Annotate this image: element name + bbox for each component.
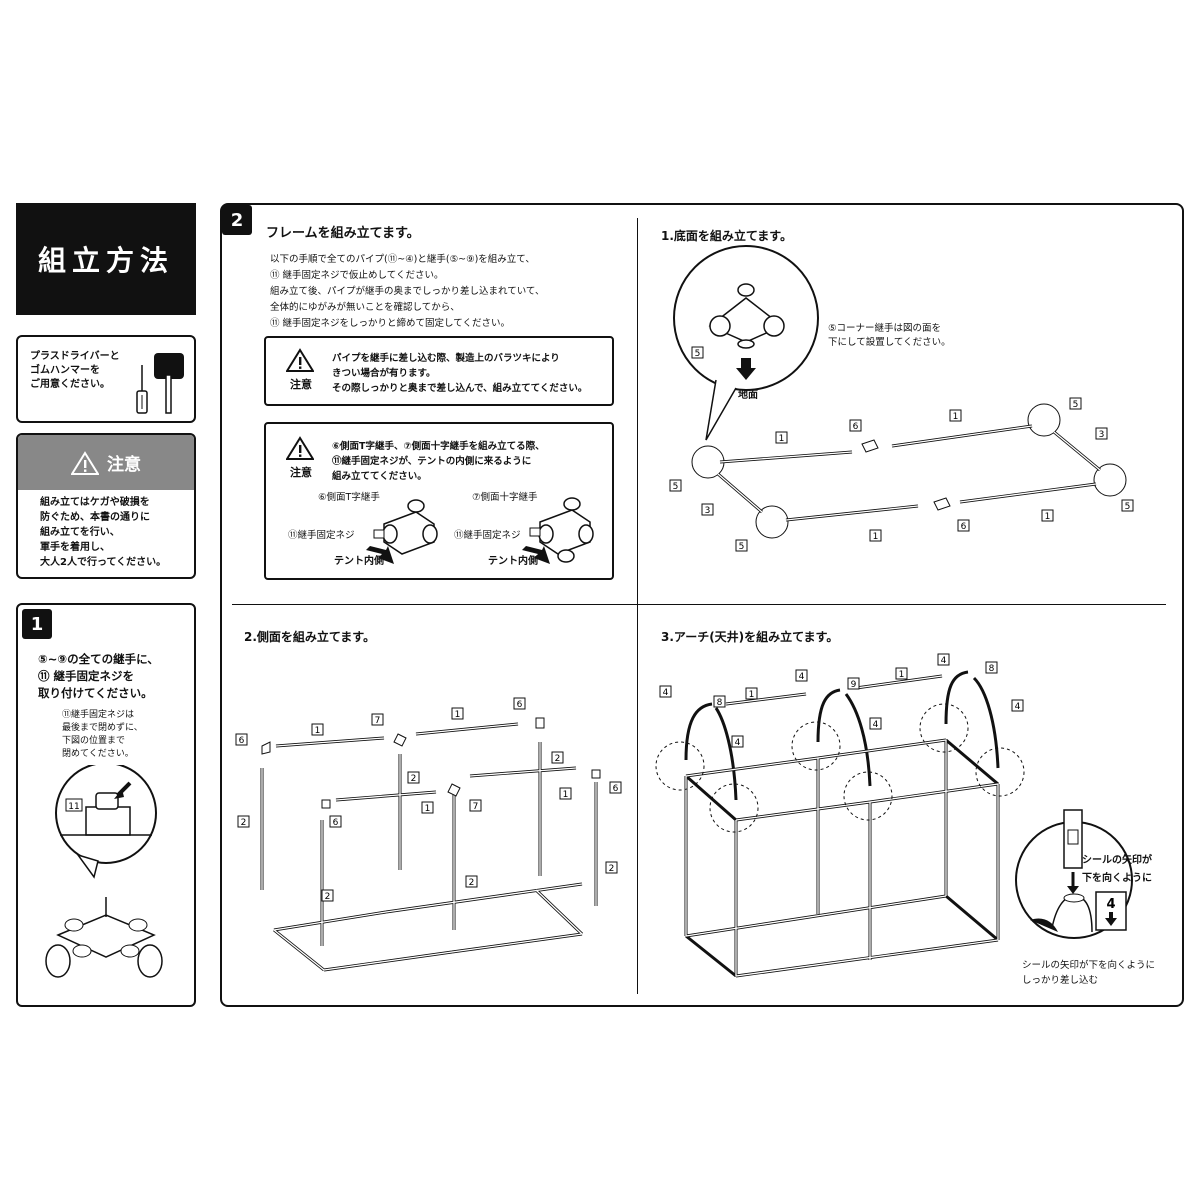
tag-3: 3 [705, 506, 711, 516]
tag-2: 2 [469, 878, 475, 888]
sub1-note: ⑤コーナー継手は図の面を 下にして設置してください。 [828, 323, 951, 348]
joint-illustrations [366, 497, 594, 564]
step1-panel: 1 ⑤~⑨の全ての継手に、 ⑪ 継手固定ネジを 取り付けてください。 ⑪継手固定… [16, 603, 196, 1007]
tag-4: 4 [873, 720, 879, 730]
tag-6: 6 [853, 422, 859, 432]
tag-5: 5 [673, 482, 679, 492]
step1-heading: ⑤~⑨の全ての継手に、 ⑪ 継手固定ネジを 取り付けてください。 [38, 652, 159, 700]
caution-text: 組み立てはケガや破損を 防ぐため、本書の通りに 組み立てを行い、 軍手を着用し、… [40, 497, 167, 568]
tag-11: 11 [68, 802, 79, 812]
caution1-box: 注意 パイプを継手に差し込む際、製造上のバラツキにより きつい場合が有ります。 … [264, 336, 614, 406]
tag-1: 1 [425, 804, 431, 814]
page-title: 組立方法 [16, 203, 196, 315]
tag-6: 6 [333, 818, 339, 828]
tag-5: 5 [1073, 400, 1079, 410]
tag-6: 6 [239, 736, 245, 746]
tag-1: 1 [563, 790, 569, 800]
tag-3: 3 [1099, 430, 1105, 440]
divider-vertical [637, 218, 638, 994]
tag-6: 6 [961, 522, 967, 532]
sub1-heading: 1.底面を組み立てます。 [661, 229, 793, 243]
tag-4: 4 [799, 672, 805, 682]
joint-cross-label: ⑦側面十字継手 [472, 492, 538, 503]
caution-header: 注意 [18, 435, 194, 490]
base-frame-diagram: 5 1 6 1 5 3 5 3 5 1 6 1 5 [669, 245, 1134, 552]
tag-5: 5 [695, 349, 701, 359]
tools-box: プラスドライバーと ゴムハンマーを ご用意ください。 [16, 335, 196, 423]
screwdriver-hammer-icon [136, 353, 184, 414]
inside-label-left: テント内側 [334, 556, 384, 567]
seal-note: シールの矢印が 下を向くように [1082, 855, 1152, 884]
warning-icon [286, 436, 314, 460]
divider-horizontal [232, 604, 1166, 605]
tag-4: 4 [735, 738, 741, 748]
side-frame-diagram: 6 1 7 1 6 2 6 1 2 1 7 6 2 2 2 2 [235, 697, 622, 972]
seal-number: 4 [1106, 897, 1115, 912]
tag-1: 1 [779, 434, 785, 444]
screw-label-right: ⑪継手固定ネジ [454, 530, 521, 541]
caution2-label: 注意 [290, 466, 312, 479]
screw-label-left: ⑪継手固定ネジ [288, 530, 355, 541]
tag-4: 4 [1015, 702, 1021, 712]
caution-box: 注意 組み立てはケガや破損を 防ぐため、本書の通りに 組み立てを行い、 軍手を着… [16, 433, 196, 579]
tools-text: プラスドライバーと ゴムハンマーを ご用意ください。 [30, 351, 120, 390]
seal-detail-circle: 4 [1015, 809, 1133, 939]
tag-2: 2 [325, 892, 331, 902]
step2-number: 2 [222, 205, 252, 235]
warning-icon [71, 450, 99, 475]
ground-label: 地面 [738, 390, 758, 401]
caution1-text: パイプを継手に差し込む際、製造上のバラツキにより きつい場合が有ります。 その際… [332, 353, 588, 394]
tag-7: 7 [473, 802, 479, 812]
inside-label-right: テント内側 [488, 556, 538, 567]
tag-8: 8 [717, 698, 723, 708]
caution2-text: ⑥側面T字継手、⑦側面十字継手を組み立てる際、 ⑪継手固定ネジが、テントの内側に… [332, 441, 545, 482]
joint-t-label: ⑥側面T字継手 [318, 492, 380, 503]
tag-1: 1 [899, 670, 905, 680]
tag-1: 1 [315, 726, 321, 736]
tag-4: 4 [941, 656, 947, 666]
caution1-label: 注意 [290, 378, 312, 391]
tag-1: 1 [455, 710, 461, 720]
step1-number: 1 [22, 609, 52, 639]
tag-1: 1 [953, 412, 959, 422]
tag-4: 4 [663, 688, 669, 698]
arch-frame-diagram: 4 8 1 4 9 1 4 8 4 4 4 [655, 653, 1025, 978]
tag-2: 2 [411, 774, 417, 784]
tag-1: 1 [873, 532, 879, 542]
tag-2: 2 [555, 754, 561, 764]
bottom-note: シールの矢印が下を向くように しっかり差し込む [1022, 960, 1156, 986]
tag-2: 2 [241, 818, 247, 828]
tag-8: 8 [989, 664, 995, 674]
tag-7: 7 [375, 716, 381, 726]
tag-9: 9 [851, 680, 857, 690]
step1-joint-diagram: 11 [45, 765, 163, 978]
warning-icon [286, 348, 314, 372]
sub2-heading: 2.側面を組み立てます。 [244, 630, 376, 644]
tag-1: 1 [749, 690, 755, 700]
tag-6: 6 [613, 784, 619, 794]
tag-6: 6 [517, 700, 523, 710]
step2-body: 以下の手順で全てのパイプ(⑪~④)と継手(⑤~⑨)を組み立て、 ⑪ 継手固定ネジ… [270, 254, 545, 329]
step1-note: ⑪継手固定ネジは 最後まで閉めずに、 下図の位置まで 閉めてください。 [62, 710, 143, 759]
tag-1: 1 [1045, 512, 1051, 522]
tag-5: 5 [1125, 502, 1131, 512]
tag-5: 5 [739, 542, 745, 552]
sub3-heading: 3.アーチ(天井)を組み立てます。 [661, 630, 839, 644]
tag-2: 2 [609, 864, 615, 874]
step2-heading: フレームを組み立てます。 [266, 226, 420, 241]
caution2-box: 注意 ⑥側面T字継手、⑦側面十字継手を組み立てる際、 ⑪継手固定ネジが、テントの… [264, 422, 614, 580]
